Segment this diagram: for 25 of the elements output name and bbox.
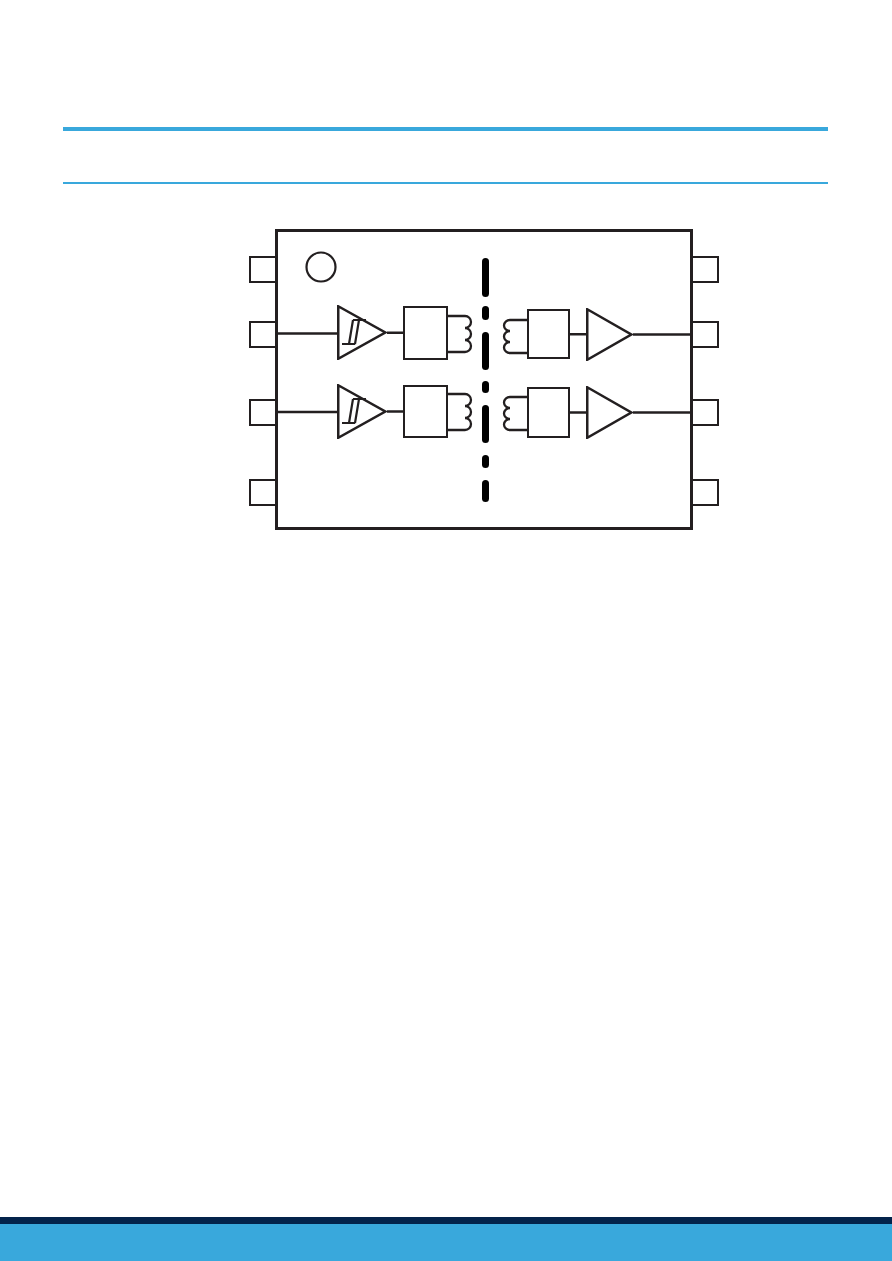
function-block [527, 309, 570, 359]
chip-package [275, 229, 693, 530]
function-block [403, 306, 448, 360]
pin-pad [691, 479, 719, 506]
schmitt-buffer-triangle [337, 384, 387, 439]
connector-line [570, 333, 586, 336]
pin-pad [691, 399, 719, 426]
connector-line [277, 332, 337, 335]
connector-line [570, 411, 586, 414]
buffer-triangle [586, 308, 633, 361]
connector-line [387, 331, 403, 334]
buffer-triangle [586, 386, 633, 439]
connector-line [633, 333, 691, 336]
pin-pad [249, 479, 277, 506]
connector-line [633, 411, 691, 414]
pin-pad [691, 321, 719, 348]
pin-pad [249, 256, 277, 283]
pin-pad [691, 256, 719, 283]
function-block [403, 385, 448, 438]
function-block [527, 387, 570, 438]
pin-pad [249, 399, 277, 426]
connector-line [387, 410, 403, 413]
connector-line [277, 410, 337, 414]
schmitt-buffer-triangle [337, 305, 387, 360]
pin-pad [249, 321, 277, 348]
